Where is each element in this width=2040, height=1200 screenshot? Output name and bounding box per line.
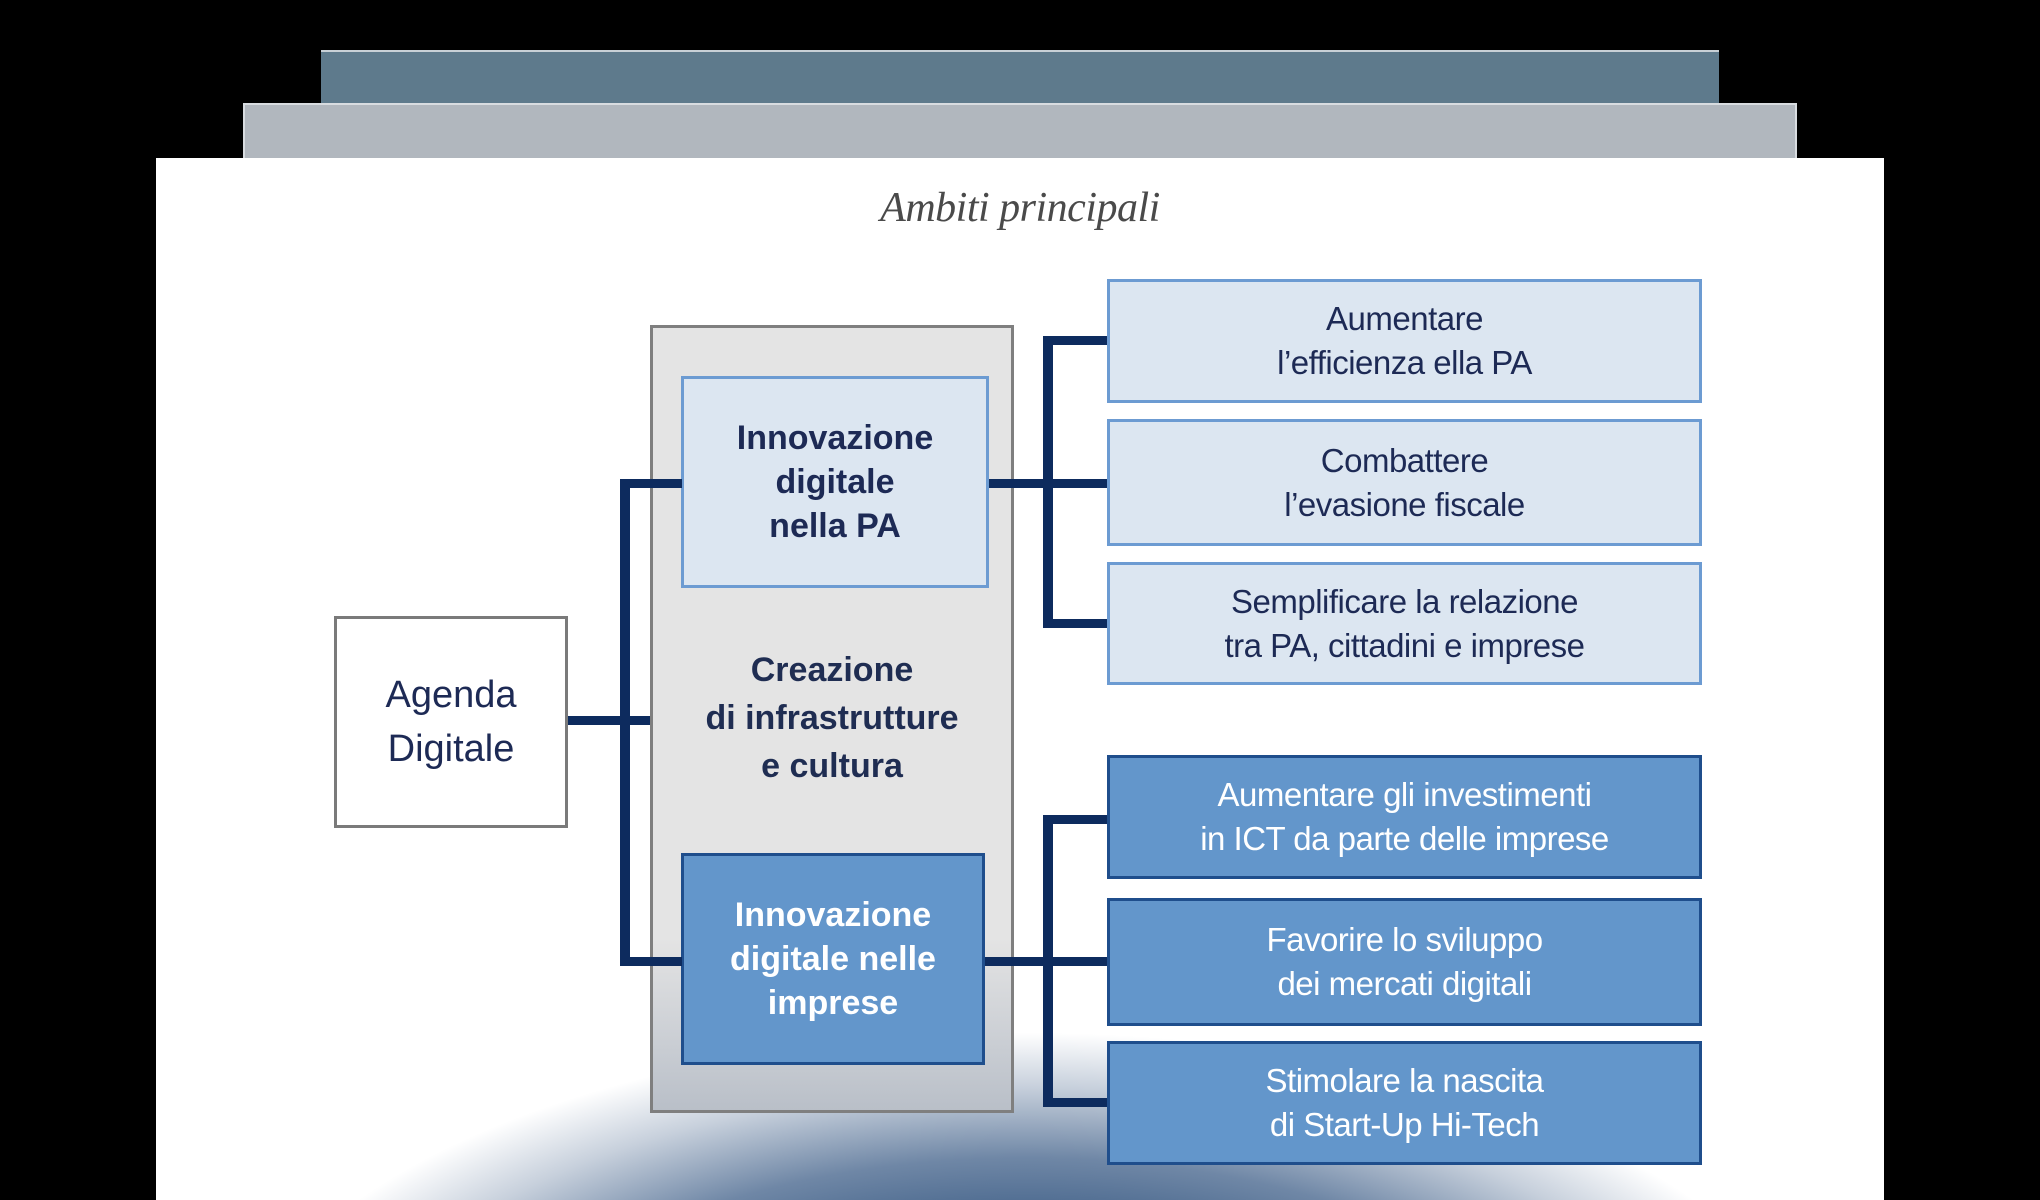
connector-left-vertical bbox=[620, 479, 630, 966]
header-tab-middle bbox=[243, 103, 1797, 158]
goal-semplificare-relazione: Semplificare la relazione tra PA, cittad… bbox=[1107, 562, 1702, 685]
goal-efficienza-pa: Aumentare l’efficienza ella PA bbox=[1107, 279, 1702, 403]
goal-investimenti-ict: Aumentare gli investimenti in ICT da par… bbox=[1107, 755, 1702, 879]
connector-lower-vertical bbox=[1043, 815, 1053, 1107]
connector-goal-1 bbox=[1043, 336, 1107, 345]
goal-mercati-digitali: Favorire lo sviluppo dei mercati digital… bbox=[1107, 898, 1702, 1026]
diagram-title: Ambiti principali bbox=[880, 185, 1160, 231]
connector-goal-6 bbox=[1043, 1098, 1107, 1107]
connector-goal-3 bbox=[1043, 619, 1107, 628]
connector-root-horizontal bbox=[568, 716, 650, 725]
branch-node-pa: Innovazione digitale nella PA bbox=[681, 376, 989, 588]
branch-node-imprese: Innovazione digitale nelle imprese bbox=[681, 853, 985, 1065]
root-node-agenda-digitale: Agenda Digitale bbox=[334, 616, 568, 828]
connector-upper-vertical bbox=[1043, 336, 1053, 628]
connector-to-imprese bbox=[620, 957, 682, 966]
diagram-panel: Ambiti principali Agenda Digitale Creazi… bbox=[156, 158, 1884, 1200]
container-label: Creazione di infrastrutture e cultura bbox=[705, 651, 959, 785]
connector-goal-4 bbox=[1043, 815, 1107, 824]
connector-to-pa bbox=[620, 479, 682, 488]
goal-startup-hitech: Stimolare la nascita di Start-Up Hi-Tech bbox=[1107, 1041, 1702, 1165]
goal-evasione-fiscale: Combattere l’evasione fiscale bbox=[1107, 419, 1702, 546]
header-tab-back bbox=[321, 50, 1719, 104]
